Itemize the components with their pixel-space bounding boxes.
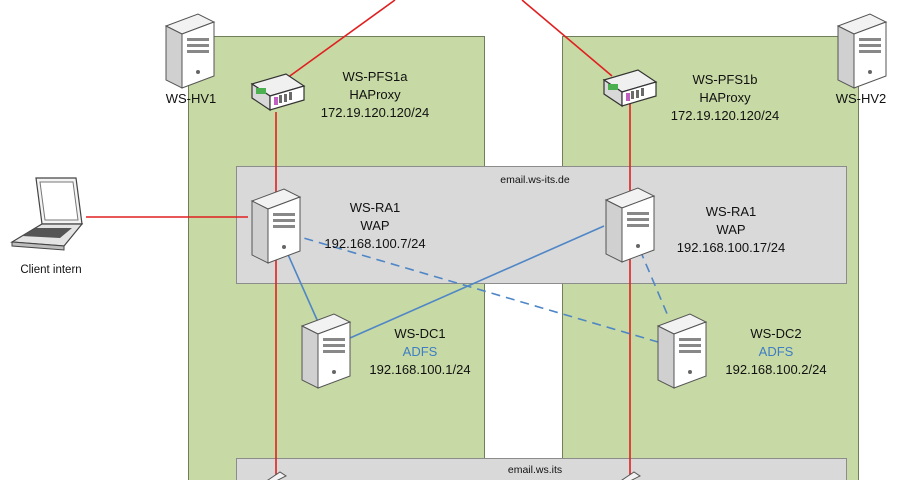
dc2-role: ADFS [758, 344, 794, 359]
ra1-left-role: WAP [360, 218, 390, 233]
top-band-label: email.ws-its.de [500, 174, 570, 186]
pfs1a-role: HAProxy [349, 87, 401, 102]
client-label: Client intern [20, 264, 82, 276]
ra1-right-role: WAP [716, 222, 746, 237]
ra1-right-ip: 192.168.100.17/24 [676, 240, 786, 255]
link-ra1l-dc2 [289, 233, 659, 343]
link-dc1-ra1r [349, 225, 605, 339]
uplink-right [521, 0, 613, 77]
server-tower-icon [300, 313, 352, 389]
server-tower-icon [621, 471, 641, 480]
bottom-band-label: email.ws.its [507, 464, 563, 476]
dc2-ip: 192.168.100.2/24 [725, 362, 827, 377]
server-tower-icon [836, 13, 888, 89]
hv1-label: WS-HV1 [165, 91, 217, 106]
pfs1b-ip: 172.19.120.120/24 [670, 108, 780, 123]
ra1-right-name: WS-RA1 [705, 204, 757, 219]
hv2-label: WS-HV2 [835, 91, 887, 106]
pfs1b-name: WS-PFS1b [692, 72, 758, 87]
firewall-appliance-icon [602, 69, 658, 108]
bottom-network-band [236, 458, 847, 480]
server-tower-icon [656, 313, 708, 389]
server-tower-icon [267, 471, 287, 480]
dc1-name: WS-DC1 [394, 326, 446, 341]
pfs1a-ip: 172.19.120.120/24 [320, 105, 430, 120]
server-tower-icon [250, 188, 302, 264]
dc1-ip: 192.168.100.1/24 [369, 362, 471, 377]
ra1-left-name: WS-RA1 [349, 200, 401, 215]
dc2-name: WS-DC2 [750, 326, 802, 341]
laptop-icon [10, 177, 84, 251]
firewall-appliance-icon [250, 73, 306, 112]
server-tower-icon [604, 187, 656, 263]
pfs1a-name: WS-PFS1a [342, 69, 408, 84]
top-network-band [236, 166, 847, 284]
link-ra1l-dc1 [285, 249, 319, 323]
server-tower-icon [164, 13, 216, 89]
link-ra1r-dc2 [639, 249, 669, 317]
uplink-left [275, 0, 396, 87]
pfs1b-role: HAProxy [699, 90, 751, 105]
ra1-left-ip: 192.168.100.7/24 [324, 236, 426, 251]
dc1-role: ADFS [402, 344, 438, 359]
